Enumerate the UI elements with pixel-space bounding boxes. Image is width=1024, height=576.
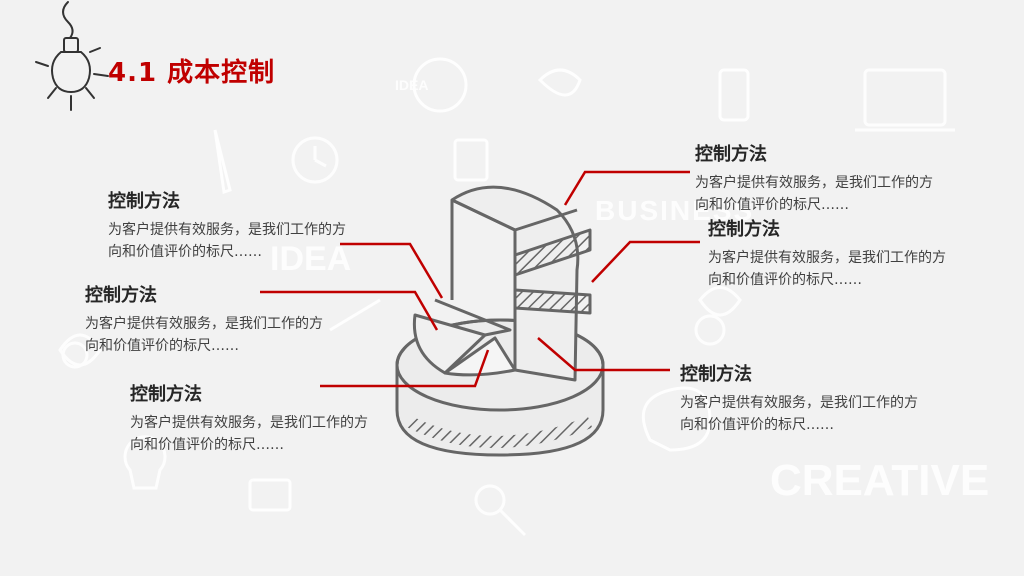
bg-word-idea-small: IDEA <box>395 77 428 93</box>
block-body: 为客户提供有效服务，是我们工作的方向和价值评价的标尺…… <box>695 175 933 213</box>
bg-word-idea: IDEA <box>270 240 351 278</box>
block-body: 为客户提供有效服务，是我们工作的方向和价值评价的标尺…… <box>680 395 918 433</box>
block-body: 为客户提供有效服务，是我们工作的方向和价值评价的标尺…… <box>708 250 946 288</box>
block-heading: 控制方法 <box>695 144 767 165</box>
text-block-4: 控制方法 为客户提供有效服务，是我们工作的方向和价值评价的标尺…… <box>695 140 935 216</box>
pie-stack-diagram <box>395 185 605 457</box>
block-heading: 控制方法 <box>130 384 202 405</box>
page-title: 4.1 成本控制 <box>108 58 276 88</box>
text-block-1: 控制方法 为客户提供有效服务，是我们工作的方向和价值评价的标尺…… <box>108 187 348 263</box>
text-block-3: 控制方法 为客户提供有效服务，是我们工作的方向和价值评价的标尺…… <box>130 380 370 456</box>
bg-word-creative: CREATIVE <box>770 456 989 505</box>
text-block-5: 控制方法 为客户提供有效服务，是我们工作的方向和价值评价的标尺…… <box>708 215 948 291</box>
block-heading: 控制方法 <box>680 364 752 385</box>
block-body: 为客户提供有效服务，是我们工作的方向和价值评价的标尺…… <box>130 415 368 453</box>
block-body: 为客户提供有效服务，是我们工作的方向和价值评价的标尺…… <box>108 222 346 260</box>
block-body: 为客户提供有效服务，是我们工作的方向和价值评价的标尺…… <box>85 316 323 354</box>
block-heading: 控制方法 <box>108 191 180 212</box>
text-block-2: 控制方法 为客户提供有效服务，是我们工作的方向和价值评价的标尺…… <box>85 281 325 357</box>
block-heading: 控制方法 <box>85 285 157 306</box>
text-block-6: 控制方法 为客户提供有效服务，是我们工作的方向和价值评价的标尺…… <box>680 360 920 436</box>
block-heading: 控制方法 <box>708 219 780 240</box>
lightbulb-icon <box>35 1 109 111</box>
